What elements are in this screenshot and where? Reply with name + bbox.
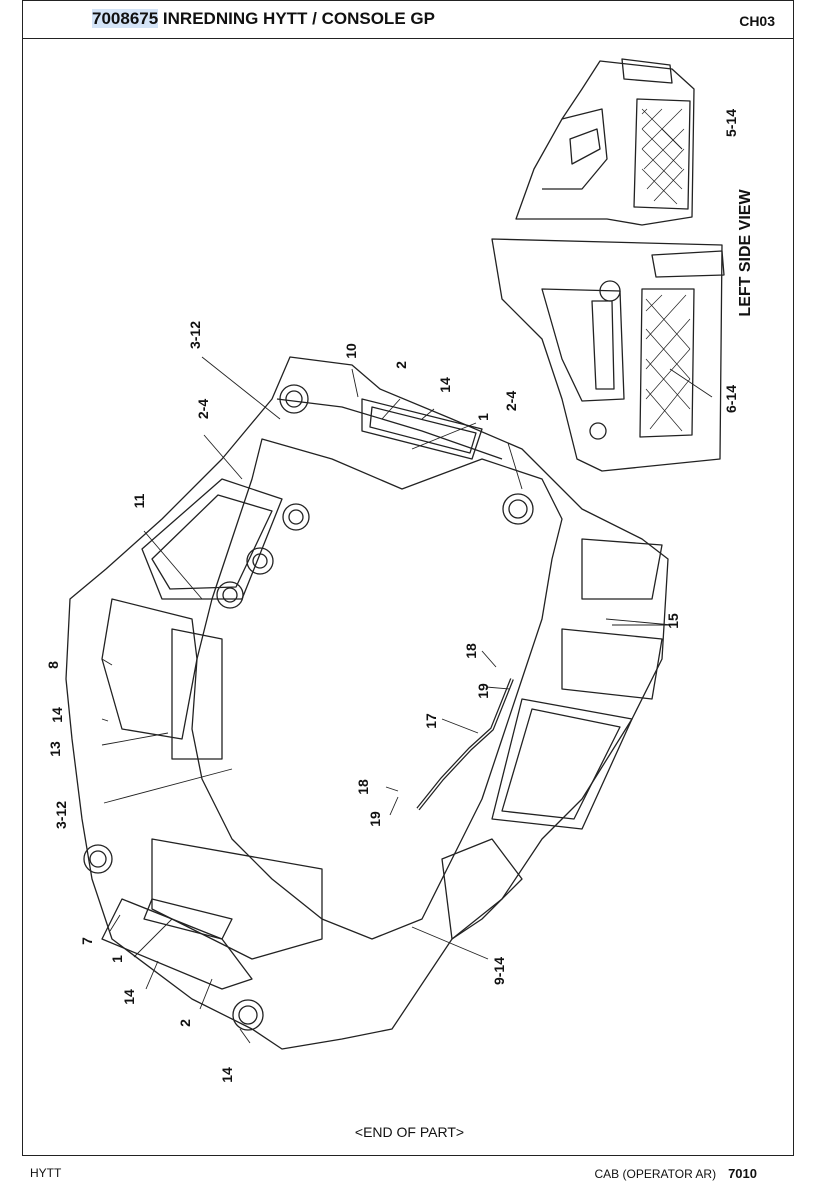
side-view-upper-panel xyxy=(515,58,695,226)
callout-label: 2 xyxy=(177,1019,193,1027)
footer-right: CAB (OPERATOR AR) 7010 xyxy=(595,1166,758,1181)
callout-label: 7 xyxy=(79,937,95,945)
console-frame xyxy=(65,356,669,1050)
page-title: 7008675 INREDNING HYTT / CONSOLE GP xyxy=(92,9,435,29)
footer-section: CAB (OPERATOR AR) xyxy=(594,1167,717,1181)
callout-label: 1 xyxy=(109,955,125,963)
callout-label: 15 xyxy=(665,613,681,629)
callout-label: 3-12 xyxy=(187,321,203,349)
page-frame xyxy=(22,0,794,1156)
hose-17 xyxy=(416,678,514,811)
callout-label: 18 xyxy=(463,643,479,659)
callout-label: 14 xyxy=(49,707,65,723)
part-number[interactable]: 7008675 xyxy=(92,9,159,28)
footer-left: HYTT xyxy=(30,1166,62,1180)
callout-label: 3-12 xyxy=(53,801,69,829)
leader-lines xyxy=(101,128,713,1044)
callout-label: 2-4 xyxy=(503,391,519,411)
round-air-vents xyxy=(83,384,534,1031)
callout-label: 5-14 xyxy=(723,109,739,137)
callout-label: 18 xyxy=(355,779,371,795)
callout-label: 1 xyxy=(475,413,491,421)
callout-label: 2 xyxy=(393,361,409,369)
page-number: 7010 xyxy=(728,1166,757,1181)
callout-label: 9-14 xyxy=(491,957,507,985)
callout-label: 8 xyxy=(45,661,61,669)
exploded-diagram: 3-12 10 2 14 1 2-4 2-4 11 5-14 6-14 15 1… xyxy=(45,58,754,1083)
callout-label: 11 xyxy=(131,493,147,508)
callout-label: 13 xyxy=(47,741,63,757)
callout-label: 19 xyxy=(475,683,491,699)
callout-label: 14 xyxy=(219,1067,235,1083)
part-title: INREDNING HYTT / CONSOLE GP xyxy=(162,9,435,28)
callout-label: 2-4 xyxy=(195,399,211,419)
side-view-label: LEFT SIDE VIEW xyxy=(737,189,754,317)
lower-panel-mesh xyxy=(645,294,691,432)
chapter-code: CH03 xyxy=(739,13,775,29)
side-view-lower-panel xyxy=(491,238,725,472)
upper-panel-mesh xyxy=(641,108,685,205)
callout-labels: 3-12 10 2 14 1 2-4 2-4 11 5-14 6-14 15 1… xyxy=(45,109,754,1083)
callout-label: 17 xyxy=(423,713,439,729)
callout-label: 14 xyxy=(121,989,137,1005)
end-of-part-marker: <END OF PART> xyxy=(354,1124,465,1140)
callout-label: 14 xyxy=(437,377,453,393)
header-divider xyxy=(22,38,794,39)
callout-label: 10 xyxy=(343,343,359,359)
callout-label: 6-14 xyxy=(723,385,739,413)
callout-label: 19 xyxy=(367,811,383,827)
